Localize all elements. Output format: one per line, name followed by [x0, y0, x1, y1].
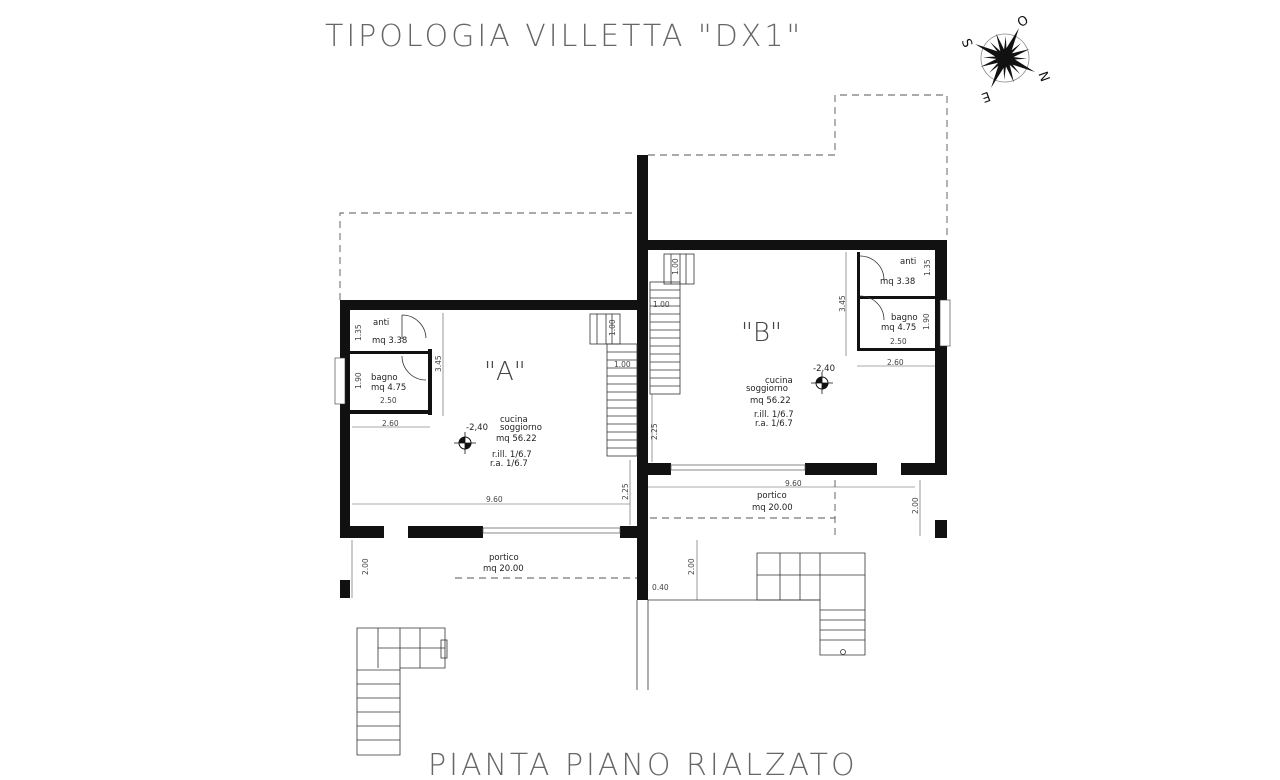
dim-a-345: 3.45 — [434, 355, 443, 372]
dim-200-shared: 2.00 — [687, 558, 696, 575]
door-b-bagno — [859, 295, 885, 321]
dim-b-960: 9.60 — [785, 479, 802, 488]
walls-unit-a — [334, 300, 640, 598]
anti-b-label: anti — [900, 257, 916, 267]
compass-label-s: S — [958, 37, 975, 50]
unit-a-name: "A" — [484, 357, 526, 387]
central-wall — [637, 155, 648, 600]
dim-a-200: 2.00 — [361, 558, 370, 575]
dim-b-200: 2.00 — [911, 497, 920, 514]
level-marker-a-icon — [454, 432, 476, 454]
door-b-anti — [859, 255, 885, 281]
walls-unit-b — [637, 240, 951, 538]
level-b: -2,40 — [813, 364, 835, 374]
dim-b-345: 3.45 — [838, 295, 847, 312]
dim-a-100: 1.00 — [608, 319, 617, 336]
dim-b-260: 2.60 — [887, 358, 904, 367]
portico-b-area: mq 20.00 — [752, 503, 793, 513]
living-a-label2: soggiorno — [500, 423, 542, 433]
plan-subtitle: PIANTA PIANO RIALZATO — [428, 748, 858, 780]
dim-a-260: 2.60 — [382, 419, 399, 428]
dim-b-225: 2.25 — [650, 423, 659, 440]
door-a-anti — [401, 314, 427, 339]
level-a: -2,40 — [466, 423, 488, 433]
bagno-b-area: mq 4.75 — [881, 323, 916, 333]
upper-outline-b — [648, 94, 948, 240]
dim-a-225: 2.25 — [621, 483, 630, 500]
bagno-a-label: bagno — [371, 373, 398, 383]
living-a-area: mq 56.22 — [496, 434, 537, 444]
dim-a-100b: 1.00 — [614, 360, 631, 369]
dim-b-135: 1.35 — [923, 259, 932, 276]
living-a-rill: r.ill. 1/6.7 — [492, 450, 532, 460]
dim-b-100b: 1.00 — [653, 300, 670, 309]
dim-a-190: 1.90 — [354, 372, 363, 389]
portico-a-label: portico — [489, 553, 519, 563]
anti-a-area: mq 3.38 — [372, 336, 407, 346]
upper-outline-a — [339, 212, 637, 300]
bagno-b-label: bagno — [891, 313, 918, 323]
stair-a — [589, 313, 638, 457]
dim-040: 0.40 — [652, 583, 669, 592]
stair-b — [649, 253, 695, 395]
window-b — [670, 464, 806, 471]
door-a-bagno — [401, 355, 427, 381]
exterior-stair-b — [756, 552, 866, 656]
dim-b-190: 1.90 — [922, 313, 931, 330]
anti-b-area: mq 3.38 — [880, 277, 915, 287]
exterior-stair-a — [356, 627, 448, 756]
level-marker-b-icon — [811, 372, 833, 394]
dim-a-250: 2.50 — [380, 396, 397, 405]
compass-label-e: E — [979, 88, 992, 105]
compass-rose-icon — [975, 28, 1035, 88]
living-b-ra: r.a. 1/6.7 — [755, 419, 793, 429]
portico-a-area: mq 20.00 — [483, 564, 524, 574]
unit-b-name: "B" — [741, 318, 782, 348]
dim-a-135: 1.35 — [354, 324, 363, 341]
dimension-lines — [351, 252, 935, 600]
living-b-label1: cucina — [765, 376, 793, 386]
window-a — [482, 527, 621, 534]
dim-a-960: 9.60 — [486, 495, 503, 504]
anti-a-label: anti — [373, 318, 389, 328]
portico-b-label: portico — [757, 491, 787, 501]
living-a-ra: r.a. 1/6.7 — [490, 459, 528, 469]
compass-label-n: N — [1037, 69, 1054, 83]
dim-b-250: 2.50 — [890, 337, 907, 346]
living-a-label1: cucina — [500, 415, 528, 425]
living-b-label2: soggiorno — [746, 384, 788, 394]
bagno-a-area: mq 4.75 — [371, 383, 406, 393]
living-b-rill: r.ill. 1/6.7 — [754, 410, 794, 420]
living-b-area: mq 56.22 — [750, 396, 791, 406]
dim-b-100: 1.00 — [671, 258, 680, 275]
compass-label-o: O — [1015, 13, 1031, 31]
plan-title: TIPOLOGIA VILLETTA "DX1" — [325, 19, 803, 54]
